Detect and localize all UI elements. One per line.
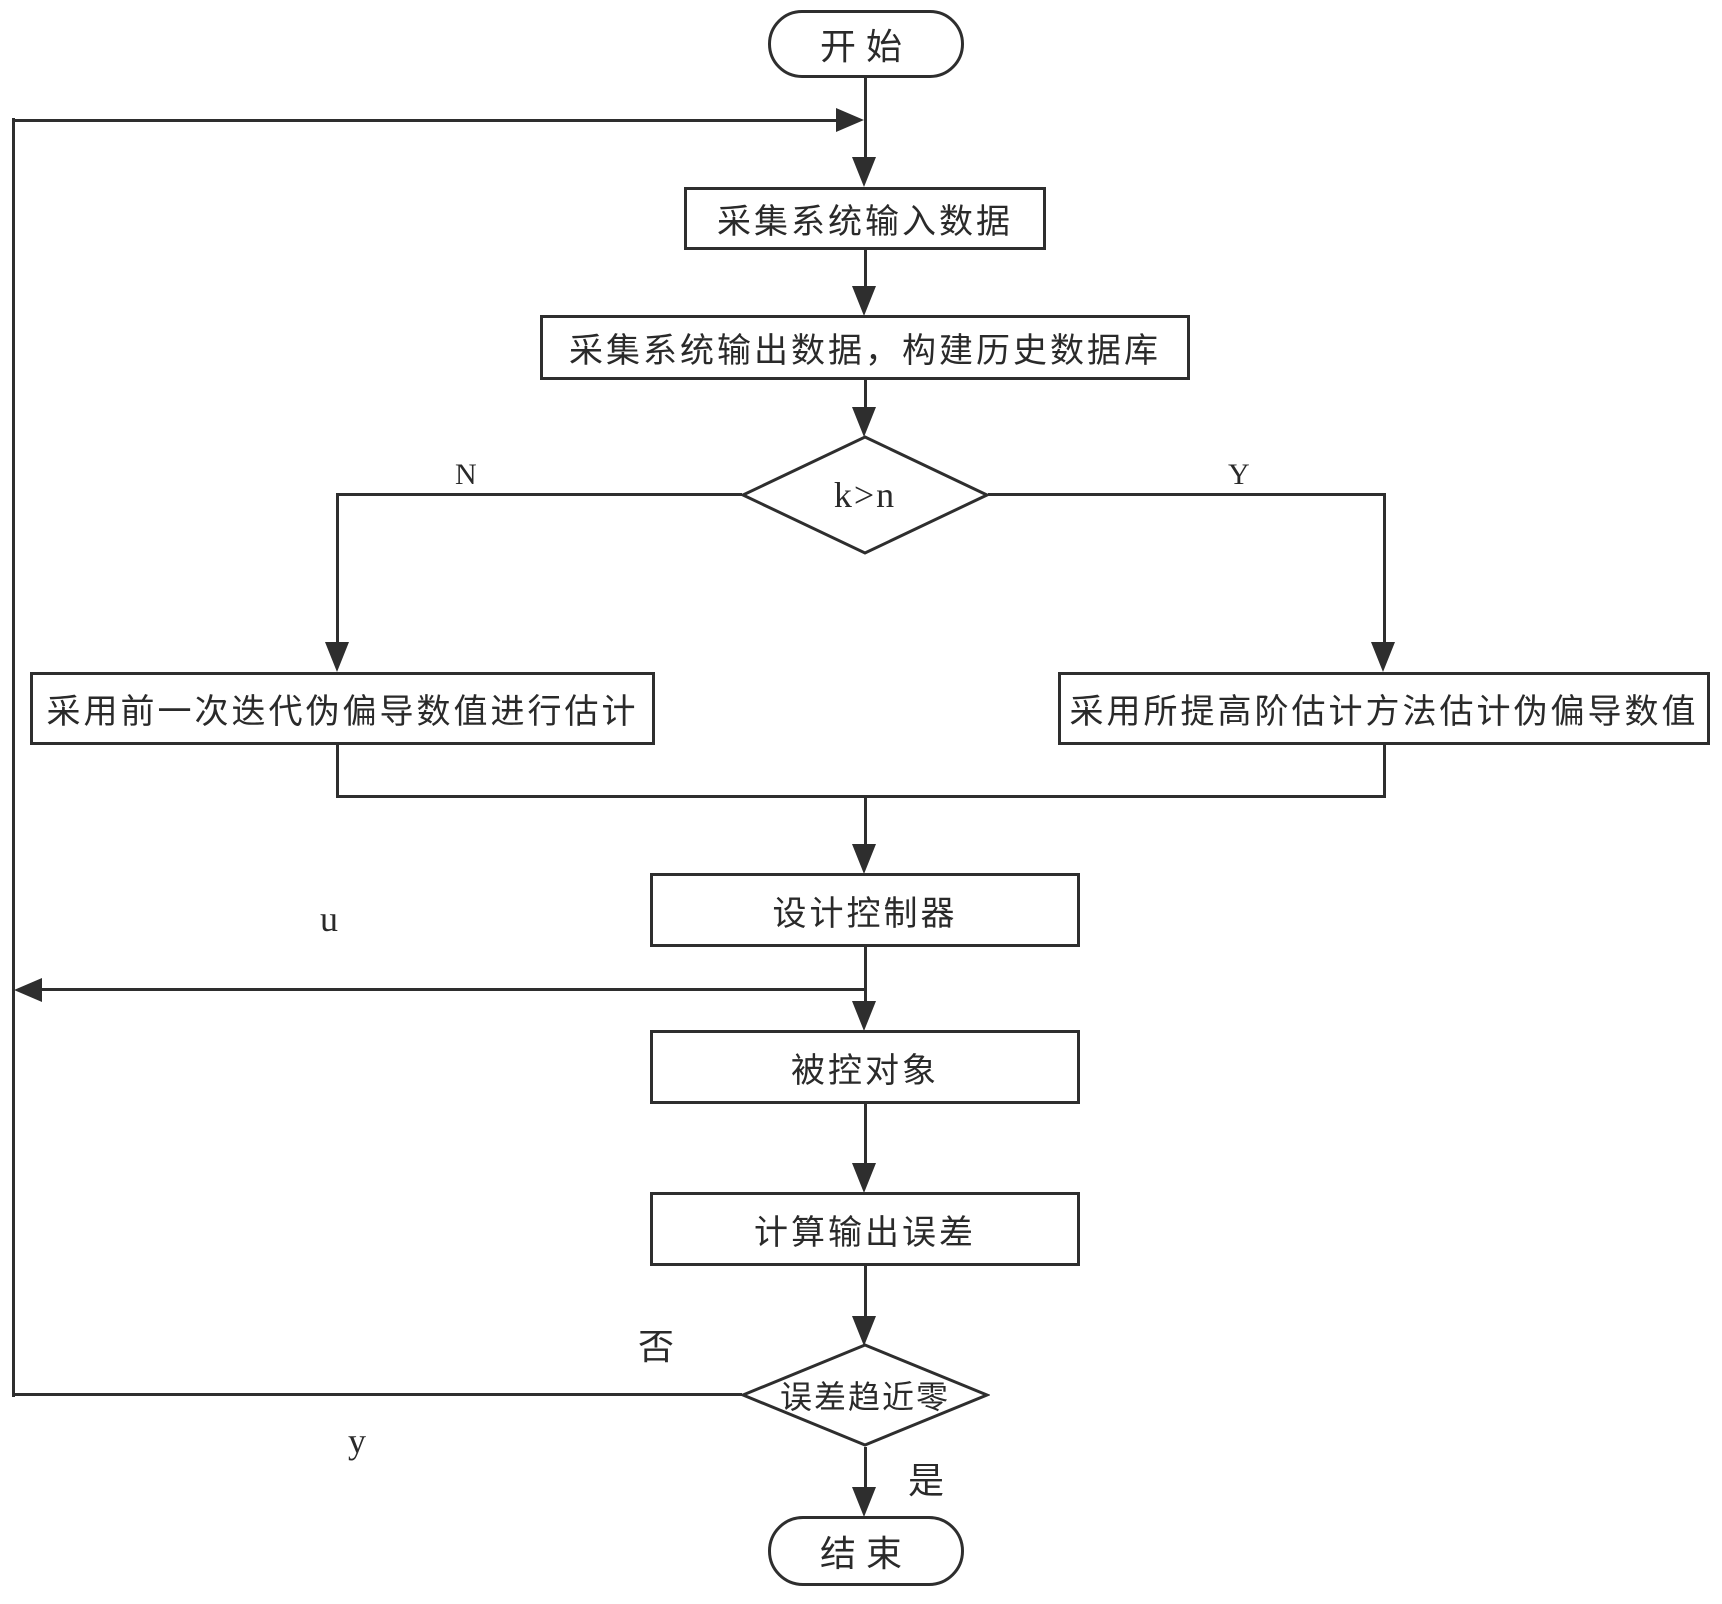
node-start: 开始 bbox=[768, 10, 964, 78]
arrow-into-prev-icon bbox=[325, 642, 349, 672]
merge-left-vline bbox=[336, 745, 339, 798]
arrow-into-output-icon bbox=[852, 286, 876, 316]
feedback-top-line bbox=[12, 119, 836, 122]
line-plant-to-error bbox=[864, 1104, 867, 1164]
node-collect-output-label: 采集系统输出数据，构建历史数据库 bbox=[569, 333, 1161, 370]
u-arrow-left-icon bbox=[14, 978, 42, 1002]
arrow-into-end-icon bbox=[852, 1487, 876, 1517]
y-feedback-hline bbox=[12, 1393, 742, 1396]
node-collect-input-label: 采集系统输入数据 bbox=[717, 204, 1013, 241]
node-start-label: 开始 bbox=[819, 27, 912, 67]
node-design-controller-label: 设计控制器 bbox=[772, 895, 958, 933]
node-decision-error: 误差趋近零 bbox=[740, 1343, 990, 1447]
error-yes-label: 是 bbox=[908, 1461, 945, 1501]
y-signal-label: y bbox=[348, 1421, 366, 1461]
arrow-into-error-decision-icon bbox=[852, 1316, 876, 1346]
arrow-into-plant-icon bbox=[852, 1001, 876, 1031]
arrow-into-controller-icon bbox=[852, 844, 876, 874]
arrow-into-highorder-icon bbox=[1371, 642, 1395, 672]
branch-no-label: N bbox=[455, 458, 477, 491]
node-compute-error: 计算输出误差 bbox=[650, 1192, 1080, 1266]
branch-yes-vline bbox=[1383, 493, 1386, 643]
arrow-into-input-icon bbox=[852, 157, 876, 187]
node-decision-k-n-label: k>n bbox=[833, 475, 897, 515]
node-collect-input: 采集系统输入数据 bbox=[684, 187, 1046, 250]
node-end-label: 结束 bbox=[819, 1534, 912, 1574]
arrow-into-error-icon bbox=[852, 1163, 876, 1193]
merge-hline bbox=[336, 795, 1386, 798]
line-error-to-decision bbox=[864, 1266, 867, 1317]
node-prev-iteration-label: 采用前一次迭代伪偏导数值进行估计 bbox=[46, 694, 639, 731]
node-prev-iteration: 采用前一次迭代伪偏导数值进行估计 bbox=[30, 672, 655, 745]
left-rail-line bbox=[12, 118, 15, 1397]
line-input-to-output bbox=[864, 250, 867, 287]
line-output-to-decision bbox=[864, 380, 867, 408]
merge-right-vline bbox=[1383, 745, 1386, 798]
line-decision-to-end bbox=[864, 1447, 867, 1488]
feedback-arrow-right-icon bbox=[836, 108, 864, 132]
u-signal-label: u bbox=[320, 899, 338, 939]
node-high-order-method-label: 采用所提高阶估计方法估计伪偏导数值 bbox=[1069, 694, 1699, 731]
node-decision-error-label: 误差趋近零 bbox=[779, 1379, 950, 1415]
node-end: 结束 bbox=[768, 1516, 964, 1586]
error-no-label: 否 bbox=[638, 1327, 675, 1367]
node-collect-output: 采集系统输出数据，构建历史数据库 bbox=[540, 315, 1190, 380]
line-controller-to-plant bbox=[864, 947, 867, 1002]
branch-yes-hline bbox=[988, 493, 1386, 496]
node-compute-error-label: 计算输出误差 bbox=[754, 1214, 976, 1252]
node-controlled-object-label: 被控对象 bbox=[791, 1052, 939, 1090]
branch-yes-label: Y bbox=[1228, 458, 1250, 491]
node-controlled-object: 被控对象 bbox=[650, 1030, 1080, 1104]
branch-no-hline bbox=[336, 493, 742, 496]
line-start-to-input bbox=[864, 78, 867, 158]
branch-no-vline bbox=[336, 493, 339, 643]
node-high-order-method: 采用所提高阶估计方法估计伪偏导数值 bbox=[1058, 672, 1710, 745]
arrow-into-decision-icon bbox=[852, 407, 876, 437]
u-signal-hline bbox=[38, 988, 866, 991]
line-merge-to-controller bbox=[864, 795, 867, 845]
node-decision-k-n: k>n bbox=[740, 435, 990, 555]
node-design-controller: 设计控制器 bbox=[650, 873, 1080, 947]
